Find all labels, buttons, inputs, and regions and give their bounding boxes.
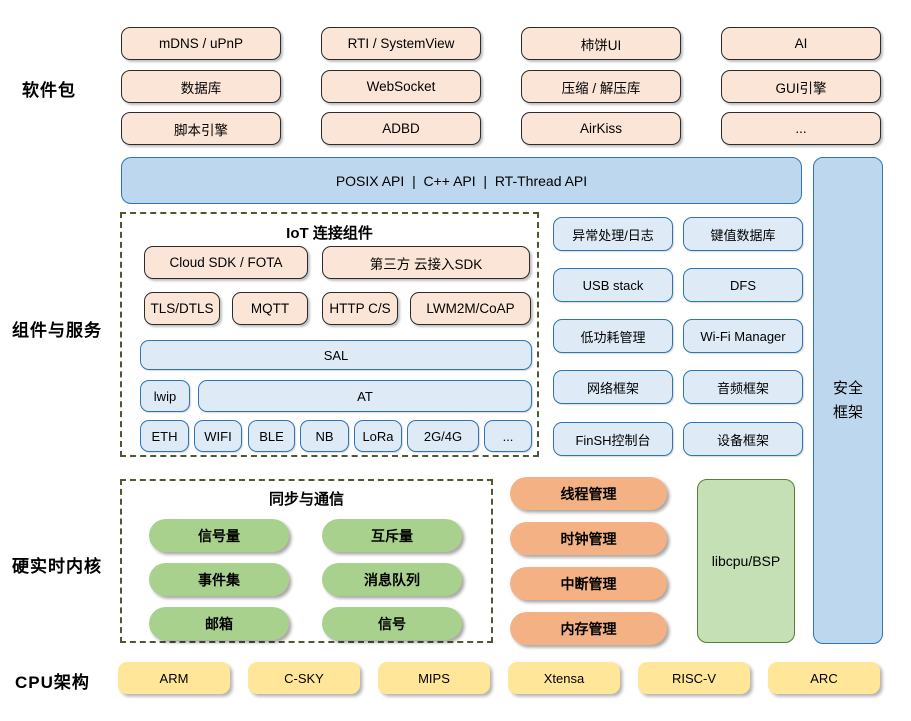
kernel-sync-box: 互斥量 xyxy=(322,519,462,552)
iot-box-protocol: LWM2M/CoAP xyxy=(410,292,531,325)
kernel-mgmt-box: 时钟管理 xyxy=(510,522,667,555)
iot-box-protocol: HTTP C/S xyxy=(322,292,398,325)
package-box: ADBD xyxy=(321,112,481,145)
kernel-sync-box: 邮箱 xyxy=(149,607,289,640)
service-box: 音频框架 xyxy=(683,370,803,404)
iot-box-cloud-sdk: Cloud SDK / FOTA xyxy=(144,246,308,279)
iot-box-lwip: lwip xyxy=(140,380,190,412)
iot-group-title: IoT 连接组件 xyxy=(286,224,373,242)
service-box: 网络框架 xyxy=(553,370,673,404)
service-box: FinSH控制台 xyxy=(553,422,673,456)
iot-box-sal: SAL xyxy=(140,340,532,370)
service-box: Wi-Fi Manager xyxy=(683,319,803,353)
package-box: AirKiss xyxy=(521,112,681,145)
kernel-sync-box: 事件集 xyxy=(149,563,289,596)
sync-group-title: 同步与通信 xyxy=(268,490,344,508)
kernel-sync-box: 消息队列 xyxy=(322,563,462,596)
service-box: 键值数据库 xyxy=(683,217,803,251)
cpu-arch-box: MIPS xyxy=(378,662,490,694)
package-box: RTI / SystemView xyxy=(321,27,481,60)
service-box: 设备框架 xyxy=(683,422,803,456)
service-box: USB stack xyxy=(553,268,673,302)
kernel-mgmt-box: 线程管理 xyxy=(510,477,667,510)
iot-box-link: BLE xyxy=(248,420,295,452)
section-label-packages: 软件包 xyxy=(22,81,76,100)
security-framework-label: 安全 框架 xyxy=(832,380,863,421)
cpu-arch-box: ARC xyxy=(768,662,880,694)
package-box: WebSocket xyxy=(321,70,481,103)
package-box: GUI引擎 xyxy=(721,70,881,103)
service-box: DFS xyxy=(683,268,803,302)
kernel-mgmt-box: 中断管理 xyxy=(510,567,667,600)
kernel-sync-box: 信号量 xyxy=(149,519,289,552)
security-framework-bar: 安全 框架 xyxy=(813,157,883,644)
iot-box-at: AT xyxy=(198,380,532,412)
kernel-sync-box: 信号 xyxy=(322,607,462,640)
iot-components-group: IoT 连接组件 Cloud SDK / FOTA 第三方 云接入SDK TLS… xyxy=(120,212,539,457)
iot-box-link: ... xyxy=(484,420,532,452)
cpu-arch-box: ARM xyxy=(118,662,230,694)
package-box: 脚本引擎 xyxy=(121,112,281,145)
api-bar: POSIX API | C++ API | RT-Thread API xyxy=(121,157,802,204)
section-label-kernel: 硬实时内核 xyxy=(12,557,102,576)
kernel-mgmt-box: 内存管理 xyxy=(510,612,667,645)
libcpu-bsp-box: libcpu/BSP xyxy=(697,479,795,643)
iot-box-link: LoRa xyxy=(354,420,402,452)
section-label-cpu: CPU架构 xyxy=(15,673,90,692)
iot-box-link: NB xyxy=(300,420,349,452)
cpu-arch-box: Xtensa xyxy=(508,662,620,694)
package-box: 压缩 / 解压库 xyxy=(521,70,681,103)
package-box: 数据库 xyxy=(121,70,281,103)
iot-box-link: 2G/4G xyxy=(407,420,479,452)
section-label-components: 组件与服务 xyxy=(12,321,102,340)
cpu-arch-box: C-SKY xyxy=(248,662,360,694)
service-box: 异常处理/日志 xyxy=(553,217,673,251)
package-box: mDNS / uPnP xyxy=(121,27,281,60)
cpu-arch-box: RISC-V xyxy=(638,662,750,694)
package-box: 柿饼UI xyxy=(521,27,681,60)
package-box: AI xyxy=(721,27,881,60)
iot-box-protocol: MQTT xyxy=(232,292,308,325)
service-box: 低功耗管理 xyxy=(553,319,673,353)
sync-communication-group: 同步与通信 信号量 互斥量 事件集 消息队列 邮箱 信号 xyxy=(120,479,493,643)
package-box: ... xyxy=(721,112,881,145)
iot-box-link: ETH xyxy=(140,420,189,452)
iot-box-link: WIFI xyxy=(194,420,242,452)
iot-box-third-party-sdk: 第三方 云接入SDK xyxy=(322,246,530,279)
iot-box-protocol: TLS/DTLS xyxy=(144,292,220,325)
